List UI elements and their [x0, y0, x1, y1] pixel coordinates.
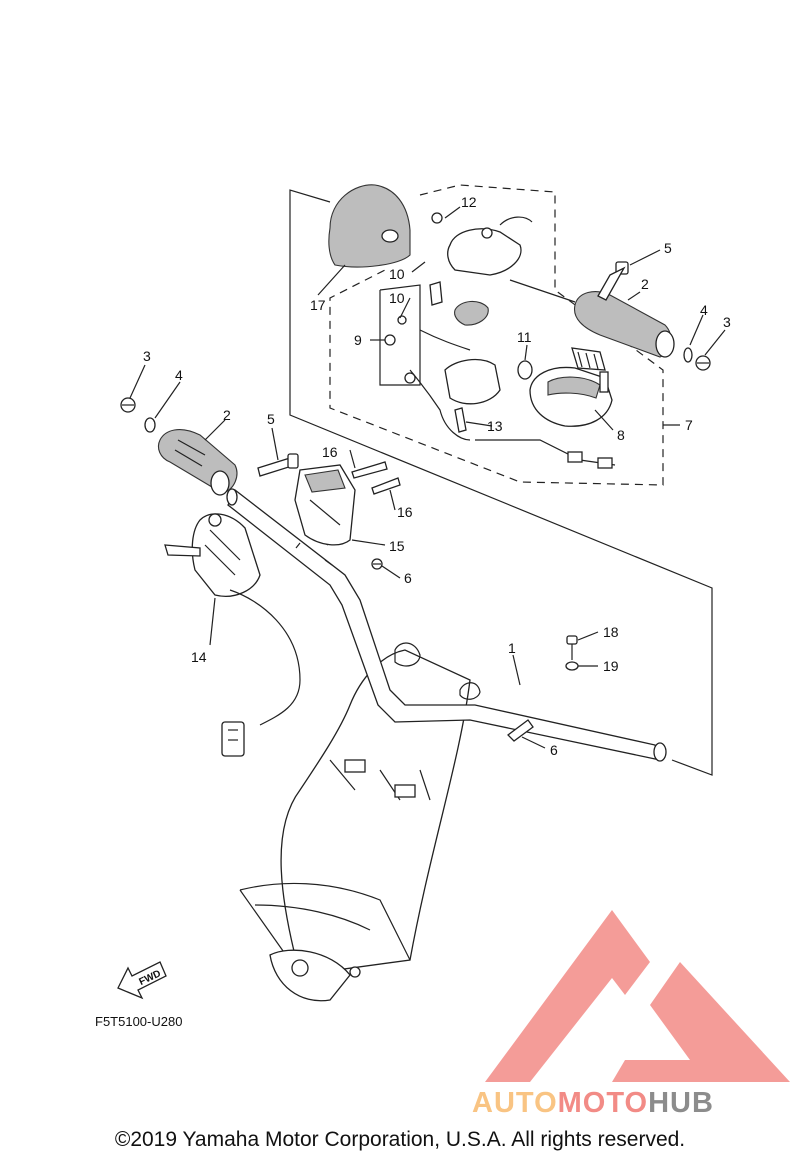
callout-7: 7 [685, 417, 693, 433]
spring-11 [517, 360, 533, 380]
callout-18: 18 [603, 624, 619, 640]
callout-12: 12 [461, 194, 477, 210]
callout-6-lower: 6 [550, 742, 558, 758]
callout-14: 14 [191, 649, 207, 665]
handlebar-tube [226, 488, 667, 762]
callout-8: 8 [617, 427, 625, 443]
screw-13 [454, 407, 467, 433]
wire-harness-right [475, 439, 616, 469]
diagram-code: F5T5100-U280 [95, 1014, 182, 1029]
callout-4-left: 4 [175, 367, 183, 383]
callout-13: 13 [487, 418, 503, 434]
left-grip [157, 429, 238, 496]
callout-2-right: 2 [641, 276, 649, 292]
leader-lines [129, 206, 726, 749]
switch-housing-rear [294, 464, 356, 546]
left-bolt [257, 453, 299, 477]
callout-16-upper: 16 [322, 444, 338, 460]
switch-housing-right [529, 366, 613, 427]
wordmark-auto: AUTO [472, 1087, 558, 1119]
callout-3-left: 3 [143, 348, 151, 364]
switch-internals [379, 281, 501, 441]
callout-11: 11 [517, 329, 532, 345]
callout-1: 1 [508, 640, 516, 656]
right-end-screw [683, 347, 711, 371]
wordmark-hub: HUB [648, 1087, 714, 1119]
callout-10-lower: 10 [389, 290, 405, 306]
screw-6-upper [371, 558, 383, 570]
steering-column [239, 642, 481, 1002]
fwd-arrow-icon: FWD [117, 961, 167, 1000]
callout-4-right: 4 [700, 302, 708, 318]
screw-6-lower [507, 719, 534, 742]
assembly-outline [289, 189, 713, 776]
spring-right [571, 347, 606, 371]
callout-15: 15 [389, 538, 405, 554]
callout-3-right: 3 [723, 314, 731, 330]
callout-labels: 1 2 2 3 3 4 4 5 5 6 6 7 8 9 10 10 11 12 … [143, 194, 731, 758]
switch-cover-17 [328, 184, 411, 268]
wordmark-moto: MOTO [558, 1087, 648, 1119]
callout-19: 19 [603, 658, 619, 674]
left-end-screw [120, 397, 156, 433]
automotohub-wordmark: AUTOMOTOHUB [472, 1087, 714, 1119]
switch-body-upper [431, 212, 533, 276]
callout-2-left: 2 [223, 407, 231, 423]
right-bolt [597, 261, 629, 301]
callout-17: 17 [310, 297, 326, 313]
callout-5-right: 5 [664, 240, 672, 256]
callout-10-upper: 10 [389, 266, 405, 282]
bolt-18 [565, 635, 579, 671]
callout-9: 9 [354, 332, 362, 348]
copyright-notice: ©2019 Yamaha Motor Corporation, U.S.A. A… [114, 1128, 686, 1151]
switch-assembly-outline [329, 184, 664, 486]
callout-16-lower: 16 [397, 504, 413, 520]
left-lever-housing [164, 513, 301, 757]
screws-16 [351, 461, 401, 495]
callout-5-left: 5 [267, 411, 275, 427]
callout-6-upper: 6 [404, 570, 412, 586]
automotohub-logo [485, 910, 790, 1082]
right-grip [509, 279, 675, 358]
